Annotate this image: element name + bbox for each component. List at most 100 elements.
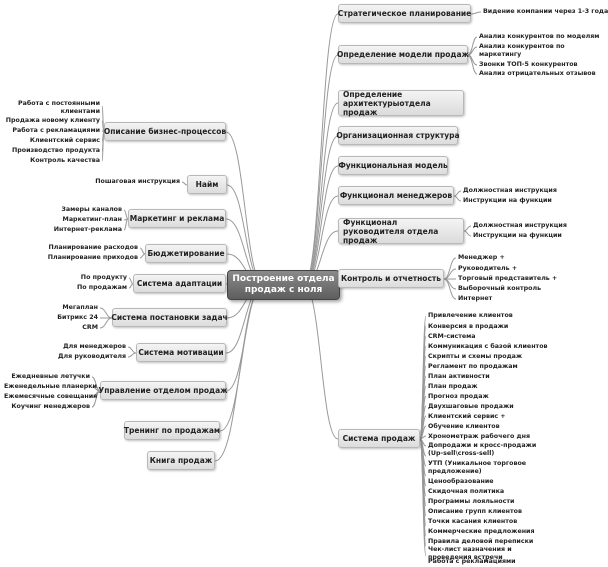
leaf-connector (181, 181, 188, 186)
leaf[interactable]: Работа с постоянными клиентами (18, 100, 100, 115)
leaf[interactable]: Планирование приходов (47, 254, 138, 261)
topic-adaptation[interactable]: Система адаптации (133, 274, 226, 293)
leaf[interactable]: Анализ отрицательных отзывов (479, 70, 596, 77)
leaf[interactable]: Программы лояльности (428, 498, 515, 505)
leaf[interactable]: Описание групп клиентов (428, 508, 522, 515)
leaf-connector (127, 352, 137, 358)
topic-task-system[interactable]: Система постановки задач (111, 308, 228, 327)
leaf[interactable]: Скидочная политика (428, 488, 505, 495)
topic-org-structure[interactable]: Организационная структура (336, 126, 460, 145)
topic-sales-book[interactable]: Книга продаж (147, 451, 215, 470)
leaf[interactable]: Работа с рекламациями (428, 558, 516, 565)
leaf[interactable]: Еженедельные планерки (4, 383, 97, 390)
leaf[interactable]: Планирование расходов (48, 244, 138, 251)
topic-head-functions[interactable]: Функционал руководителя отдела продаж (338, 218, 464, 245)
leaf[interactable]: Коучинг менеджеров (11, 403, 90, 410)
leaf[interactable]: Обучение клиентов (428, 423, 500, 430)
leaf[interactable]: Пошаговая инструкция (95, 178, 180, 185)
leaf[interactable]: Инструкции на функции (473, 232, 562, 239)
leaf[interactable]: Выборочный контроль (458, 285, 542, 292)
topic-functional-model[interactable]: Функциональная модель (338, 156, 448, 175)
leaf[interactable]: Ежедневные летучки (11, 373, 90, 380)
leaf-connector (127, 346, 137, 354)
leaf[interactable]: Скрипты и схемы продаж (428, 353, 523, 360)
leaf-connector (453, 195, 462, 202)
leaf-connector (463, 225, 472, 232)
leaf[interactable]: Правила деловой переписки (428, 538, 534, 545)
leaf[interactable]: Для менеджеров (63, 343, 126, 350)
leaf-connector (128, 283, 134, 289)
leaf-connector (419, 438, 427, 557)
leaf[interactable]: Замеры каналов (61, 206, 122, 213)
leaf[interactable]: Звонки ТОП-5 конкурентов (479, 61, 578, 68)
leaf[interactable]: Маркетинг-план (62, 216, 122, 223)
leaf[interactable]: Анализ конкурентов по моделям (479, 33, 600, 40)
leaf[interactable]: УТП (Уникальное торговое предложение) (428, 460, 527, 475)
leaf[interactable]: Конверсия в продажи (428, 323, 509, 330)
leaf[interactable]: По продукту (80, 274, 127, 281)
leaf[interactable]: CRM-система (428, 333, 476, 340)
central-topic[interactable]: Построение отдела продаж с ноля (227, 270, 340, 300)
leaf[interactable]: Анализ конкурентов по маркетингу (479, 43, 565, 58)
topic-hiring[interactable]: Найм (187, 175, 227, 194)
leaf[interactable]: Должностная инструкция (473, 222, 567, 229)
leaf[interactable]: Производство продукта (11, 147, 100, 154)
leaf[interactable]: Интернет (458, 295, 493, 302)
leaf[interactable]: Работа с рекламациями (12, 127, 100, 134)
leaf-connector (91, 390, 101, 408)
leaf[interactable]: Должностная инструкция (463, 187, 557, 194)
topic-sales-architecture[interactable]: Определение архитектурыотдела продаж (338, 90, 464, 117)
leaf[interactable]: Мегаплан (62, 304, 98, 311)
leaf[interactable]: Видение компании через 1-3 года (483, 8, 608, 15)
leaf[interactable]: Клиентский сервис (29, 137, 100, 144)
leaf[interactable]: Коммуникация с базой клиентов (428, 343, 548, 350)
leaf[interactable]: Точки касания клиентов (428, 518, 518, 525)
leaf[interactable]: Интернет-реклама (53, 226, 122, 233)
leaf-connector (467, 36, 478, 56)
leaf[interactable]: Для руководителя (57, 353, 126, 360)
topic-budgeting[interactable]: Бюджетирование (145, 244, 227, 263)
topic-sales-model[interactable]: Определение модели продаж (337, 45, 469, 64)
leaf[interactable]: Клиентский сервис + (428, 413, 506, 420)
leaf[interactable]: План продаж (428, 383, 478, 390)
leaf[interactable]: Ценообразование (428, 478, 494, 485)
topic-business-processes[interactable]: Описание бизнес-процессов (104, 122, 226, 141)
leaf[interactable]: Двухшаговые продажи (428, 403, 514, 410)
leaf[interactable]: Контроль качества (30, 157, 100, 164)
leaf[interactable]: Продажа новому клиенту (5, 117, 100, 124)
leaf[interactable]: Привлечение клиентов (428, 312, 513, 319)
leaf[interactable]: Инструкции на функции (463, 197, 552, 204)
leaf-connector (443, 278, 457, 300)
topic-manager-functions[interactable]: Функционал менеджеров (338, 186, 454, 205)
branch-connector (303, 165, 339, 286)
leaf[interactable]: Хронометраж рабочего дня (428, 433, 531, 440)
leaf-connector (99, 307, 113, 319)
leaf[interactable]: План активности (428, 373, 490, 380)
leaf-connector (101, 131, 105, 162)
topic-sales-training[interactable]: Тренинг по продажам (124, 421, 220, 440)
topic-sales-system[interactable]: Система продаж (338, 429, 420, 448)
leaf[interactable]: По продажам (77, 284, 127, 291)
topic-marketing[interactable]: Маркетинг и реклама (128, 209, 226, 228)
branch-connector (225, 131, 265, 286)
branch-connector (303, 284, 339, 440)
leaf-connector (123, 218, 129, 231)
leaf[interactable]: Чек-лист назначения и проведения встречи (428, 546, 512, 561)
leaf-connector (453, 190, 462, 197)
leaf[interactable]: Прогноз продаж (428, 393, 489, 400)
topic-motivation[interactable]: Система мотивации (136, 343, 226, 362)
leaf[interactable]: Ежемесячные совещания (4, 393, 98, 400)
topic-sales-dept-management[interactable]: Управление отделом продаж (98, 381, 228, 400)
leaf[interactable]: CRM (82, 324, 98, 331)
leaf[interactable]: Допродажи и кросс-продажи (Up-sell\cross… (428, 442, 537, 457)
topic-strategic-planning[interactable]: Стратегическое планирование (338, 4, 471, 23)
leaf-connector (139, 253, 146, 259)
leaf[interactable]: Коммерческие предложения (428, 528, 535, 535)
leaf[interactable]: Битрикс 24 (57, 314, 98, 321)
leaf[interactable]: Менеджер + (458, 254, 505, 261)
leaf[interactable]: Руководитель + (458, 265, 518, 272)
topic-control-reporting[interactable]: Контроль и отчетность (338, 269, 444, 288)
leaf[interactable]: Торговый представитель + (458, 275, 558, 282)
leaf[interactable]: Регламент по продажам (428, 363, 518, 370)
